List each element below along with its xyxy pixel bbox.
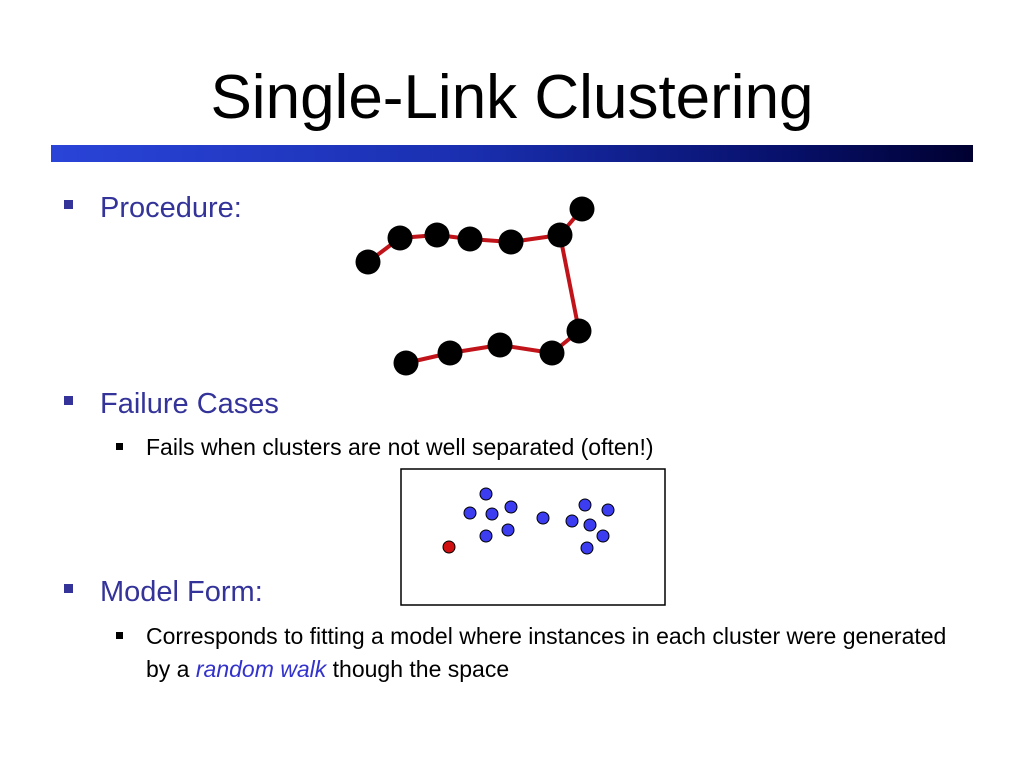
cluster-point	[479, 487, 493, 501]
cluster-point	[578, 498, 592, 512]
bullet-square-icon	[64, 584, 73, 593]
sub-bullet-text: Fails when clusters are not well separat…	[146, 434, 654, 460]
chain-node	[437, 340, 463, 366]
bullet-procedure: Procedure:	[64, 192, 242, 225]
sub-bullet-failure: Fails when clusters are not well separat…	[116, 431, 876, 464]
bullet-failure-cases: Failure Cases	[64, 388, 279, 421]
cluster-point	[536, 511, 550, 525]
sub-bullet-square-icon	[116, 443, 123, 450]
failure-case-points	[442, 487, 615, 555]
chain-node	[569, 196, 595, 222]
bullet-model-form: Model Form:	[64, 576, 263, 609]
cluster-point	[596, 529, 610, 543]
cluster-point	[601, 503, 615, 517]
sub-bullet-model: Corresponds to fitting a model where ins…	[116, 620, 966, 686]
chain-node	[457, 226, 483, 252]
cluster-point	[504, 500, 518, 514]
chain-node	[539, 340, 565, 366]
bullet-square-icon	[64, 200, 73, 209]
chain-node	[424, 222, 450, 248]
cluster-point	[479, 529, 493, 543]
sub-text-post: though the space	[326, 656, 510, 682]
bullet-square-icon	[64, 396, 73, 405]
outlier-point	[442, 540, 456, 554]
sub-text-pre: Corresponds to fitting a model where ins…	[146, 623, 947, 682]
cluster-point	[583, 518, 597, 532]
sub-bullet-text: Corresponds to fitting a model where ins…	[146, 620, 966, 686]
failure-case-box	[400, 468, 666, 606]
chain-node	[498, 229, 524, 255]
bullet-label: Procedure:	[100, 192, 242, 224]
chain-node	[487, 332, 513, 358]
random-walk-emphasis: random walk	[195, 656, 327, 682]
title-underline-bar	[51, 145, 973, 162]
single-link-chain-diagram	[355, 196, 595, 376]
cluster-point	[463, 506, 477, 520]
cluster-point	[485, 507, 499, 521]
chain-edge	[558, 234, 581, 332]
bullet-label: Failure Cases	[100, 388, 279, 420]
bullet-label: Model Form:	[100, 576, 263, 608]
chain-node	[566, 318, 592, 344]
cluster-point	[580, 541, 594, 555]
slide-title: Single-Link Clustering	[210, 63, 814, 132]
chain-node	[355, 249, 381, 275]
sub-bullet-square-icon	[116, 632, 123, 639]
chain-node	[387, 225, 413, 251]
cluster-point	[501, 523, 515, 537]
chain-node	[393, 350, 419, 376]
chain-node	[547, 222, 573, 248]
cluster-point	[565, 514, 579, 528]
